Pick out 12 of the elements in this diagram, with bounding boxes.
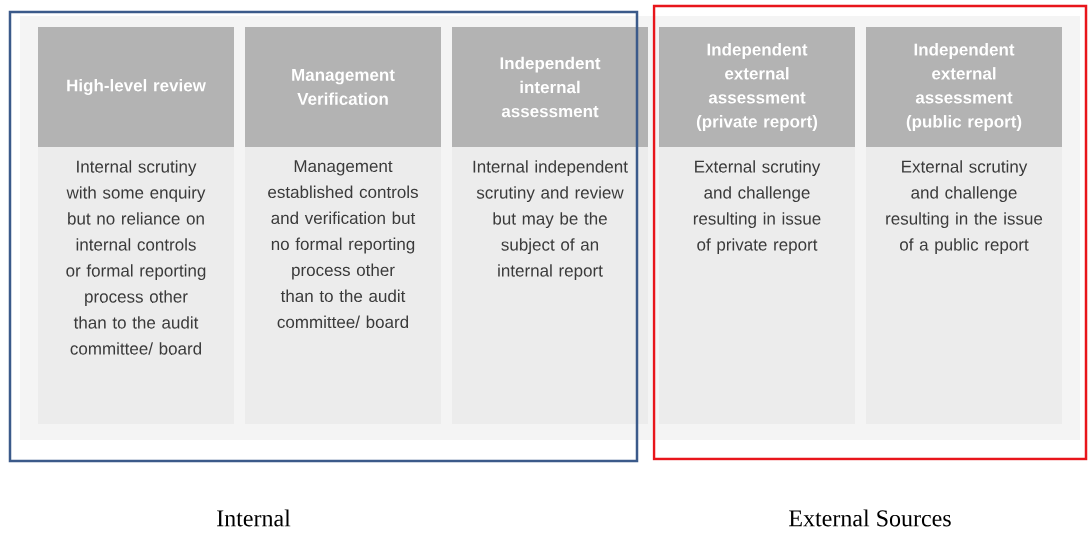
group-label: External Sources [789,509,951,527]
column-body: External scrutiny and challenge resulting in issue of private report [659,147,855,424]
column-header: Management Verification [245,27,441,147]
column-header: Independent external assessment (public report) [866,27,1062,147]
column-header: High-level review [38,27,234,147]
column-body: Management established controls and verification but no formal reporting process other than to the audit committee/ board [245,147,441,424]
column-body: Internal scrutiny with some enquiry but no reliance on internal controls or formal reporting process other than to the audit committee/ board [38,147,234,424]
column-body: Internal independent scrutiny and review but may be the subject of an internal report [452,147,648,424]
group-label: Internal [217,509,291,527]
column-header: Independent external assessment (private report) [659,27,855,147]
column-body: External scrutiny and challenge resulting in the issue of a public report [866,147,1062,424]
column-header: Independent internal assessment [452,27,648,147]
